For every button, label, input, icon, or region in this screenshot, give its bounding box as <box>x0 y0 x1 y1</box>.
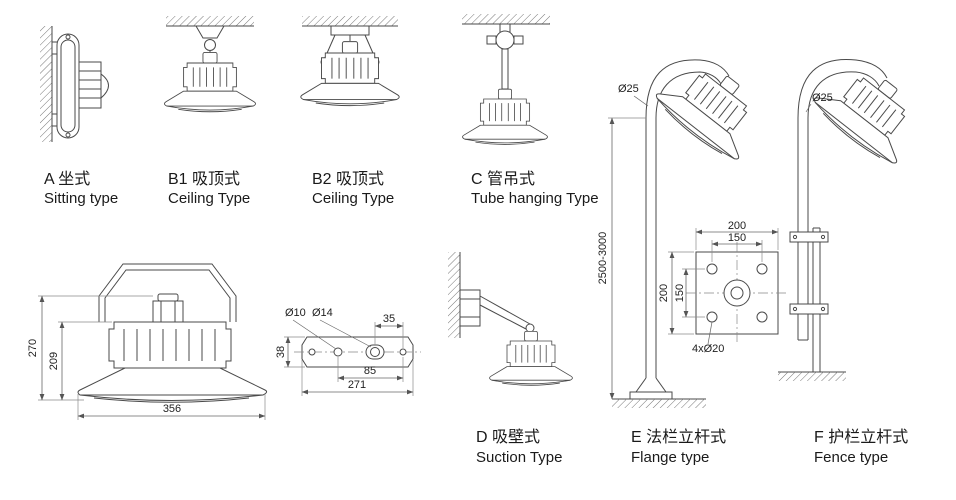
bracket-hole-large <box>370 347 380 357</box>
dim-front-width: 356 <box>77 394 266 420</box>
ceiling-bracket <box>195 25 225 39</box>
drawing-sitting-type <box>40 26 109 142</box>
dim-label-38: 38 <box>275 346 287 358</box>
bolt-hole <box>706 263 718 275</box>
ceiling-hatch <box>302 16 398 26</box>
dim-label-hole-large: Ø14 <box>312 307 333 319</box>
dim-label-35: 35 <box>383 313 395 325</box>
top-cap <box>157 293 179 302</box>
driver-box-side <box>78 61 102 109</box>
clamp-bracket-top <box>789 231 829 243</box>
dim-label-pole-diameter-f: Ø25 <box>812 92 833 104</box>
bolt-hole <box>756 263 768 275</box>
dim-label-270: 270 <box>27 339 39 357</box>
dim-label-flange-hole-span-h: 150 <box>728 232 746 244</box>
cross-fitting <box>495 30 515 50</box>
wall-hatch <box>448 252 460 338</box>
gooseneck-inner <box>807 71 880 119</box>
ceiling-hatch <box>166 16 254 26</box>
lamp-fixture <box>300 41 400 107</box>
clamp-bracket-bottom <box>789 303 829 315</box>
driver-box <box>108 321 232 369</box>
lamp-fixture <box>462 88 548 145</box>
dim-label-pole-diameter-e: Ø25 <box>618 83 639 95</box>
drawing-ceiling-type-b1 <box>163 16 257 113</box>
drawing-fence-pole-type: Ø25 <box>778 52 933 381</box>
ground-hatch <box>778 372 846 381</box>
dim-label-209: 209 <box>48 352 60 370</box>
flange-base <box>629 391 673 400</box>
label-type-f-en: Fence type <box>814 449 888 466</box>
drawing-bracket-top-view: Ø10 Ø14 35 38 85 271 <box>275 307 421 396</box>
label-type-c-en: Tube hanging Type <box>471 190 599 207</box>
label-type-e-en: Flange type <box>631 449 709 466</box>
label-type-c-cn: C 管吊式 <box>471 170 535 188</box>
drawing-front-view: 270 209 356 <box>27 263 268 420</box>
dim-label-271: 271 <box>348 379 366 391</box>
dim-front-body-height: 209 <box>48 321 112 401</box>
bracket-hole-small <box>333 347 343 357</box>
bolt-hole <box>706 311 718 323</box>
top-cylinder <box>152 300 184 323</box>
dim-pole-height: 2500-3000 <box>597 117 646 400</box>
arm-joint <box>525 323 535 333</box>
dim-bracket-offset-top: 35 <box>374 313 404 348</box>
label-type-b1-cn: B1 吸顶式 <box>168 170 240 188</box>
lamp-shade <box>77 367 268 396</box>
bolt-hole <box>756 311 768 323</box>
label-type-a-cn: A 坐式 <box>44 170 90 188</box>
label-type-b2-cn: B2 吸顶式 <box>312 170 384 188</box>
drawing-suction-type <box>448 252 573 386</box>
lamp-fixture-tilted <box>650 48 775 167</box>
dim-label-flange-width: 200 <box>728 220 746 232</box>
handle-outer <box>98 263 237 322</box>
dim-bracket-hole-span: 85 <box>337 357 404 382</box>
ground-hatch <box>612 399 706 408</box>
lamp-fixture <box>489 330 573 386</box>
dim-label-hole-small: Ø10 <box>285 307 306 319</box>
label-type-d-en: Suction Type <box>476 449 562 466</box>
drawing-flange-pole-type: Ø25 2500-3000 <box>597 48 775 408</box>
label-type-e-cn: E 法栏立杆式 <box>631 428 726 446</box>
dim-label-85: 85 <box>364 365 376 377</box>
handle-loop <box>100 73 109 99</box>
gooseneck-outer <box>645 59 730 119</box>
gooseneck-outer <box>797 58 888 119</box>
dim-flange-hole-span-v: 150 <box>674 268 705 318</box>
dim-label-pole-height: 2500-3000 <box>597 232 609 285</box>
dim-bracket-height: 38 <box>275 336 305 368</box>
ceiling-plate <box>330 25 370 36</box>
label-type-b2-en: Ceiling Type <box>312 190 394 207</box>
lamp-fixture-tilted <box>808 52 933 171</box>
drawing-tube-hanging-type <box>462 14 550 145</box>
label-type-d-cn: D 吸壁式 <box>476 427 540 446</box>
dim-flange-outer-width: 200 <box>695 220 779 250</box>
dim-label-flange-hole-span-v: 150 <box>674 284 686 302</box>
dim-bracket-length: 271 <box>301 360 414 396</box>
ceiling-hatch <box>462 14 550 24</box>
dim-label-flange-height: 200 <box>658 284 670 302</box>
label-type-b1-en: Ceiling Type <box>168 190 250 207</box>
dim-flange-outer-height: 200 <box>658 251 694 335</box>
wall-hatch <box>40 26 52 142</box>
lamp-fixture <box>163 51 257 113</box>
dim-label-flange-bolts: 4xØ20 <box>692 343 724 355</box>
wall-junction-box <box>459 289 481 327</box>
label-type-a-en: Sitting type <box>44 190 118 207</box>
drawing-ceiling-type-b2 <box>300 16 400 107</box>
hanging-ring <box>204 39 216 51</box>
dim-front-total-height: 270 <box>27 295 153 401</box>
hanging-tube <box>501 48 509 90</box>
dim-label-356: 356 <box>163 403 181 415</box>
label-type-f-cn: F 护栏立杆式 <box>814 428 908 446</box>
dim-flange-hole-span-h: 150 <box>711 232 763 262</box>
handle-inner <box>104 269 231 322</box>
drawing-flange-detail: 200 150 200 150 4xØ20 <box>658 220 788 355</box>
